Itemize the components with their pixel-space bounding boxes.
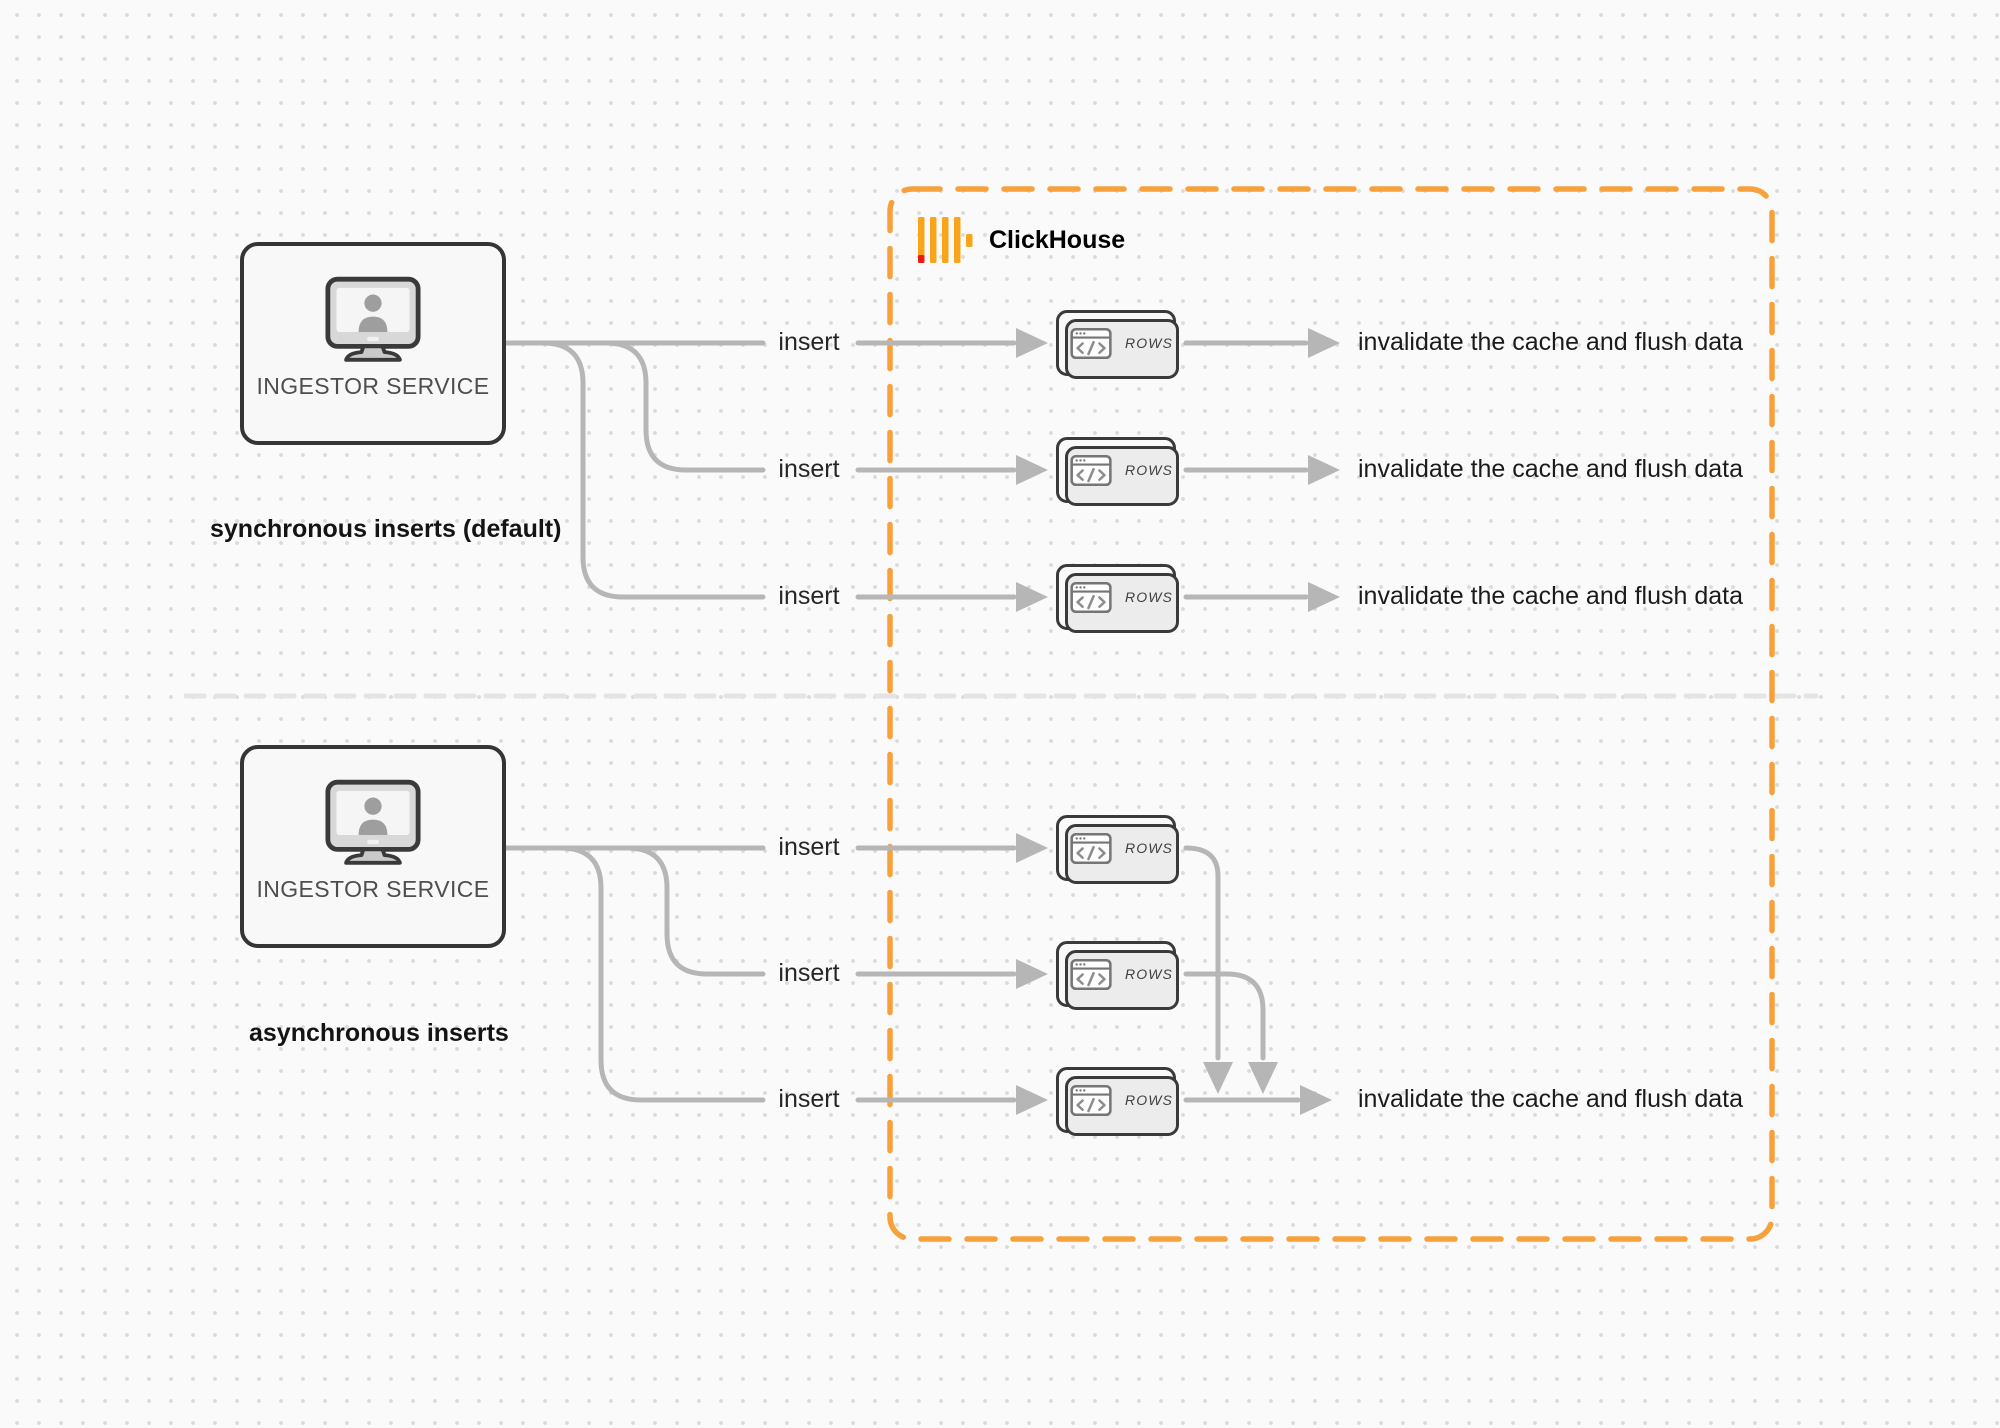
- async-wire-row2: [624, 845, 766, 977]
- arrowhead-icon: [1016, 1085, 1048, 1115]
- rows-node-label: ROWS: [1125, 462, 1173, 478]
- arrowhead-icon: [1016, 455, 1048, 485]
- async-out-row1: [1183, 845, 1221, 1061]
- rows-node-label: ROWS: [1125, 335, 1173, 351]
- workstation-user-icon: [325, 779, 421, 865]
- arrowhead-icon: [1016, 959, 1048, 989]
- async-caption: asynchronous inserts: [249, 1019, 509, 1047]
- rows-node-label: ROWS: [1125, 966, 1173, 982]
- code-window-icon: [1070, 454, 1112, 486]
- rows-node-label: ROWS: [1125, 1092, 1173, 1108]
- async-out-row2: [1183, 971, 1266, 1061]
- rows-node: ROWS: [1056, 1067, 1179, 1136]
- arrowheads: [1016, 328, 1340, 1115]
- arrowhead-icon: [1016, 328, 1048, 358]
- arrowhead-down-icon: [1203, 1062, 1233, 1094]
- clickhouse-logo: [918, 217, 976, 270]
- insert-label: insert: [778, 959, 840, 987]
- clickhouse-logo-icon: [918, 217, 973, 263]
- connector-lines: [497, 340, 1309, 1103]
- rows-node: ROWS: [1056, 310, 1179, 379]
- arrowhead-icon: [1016, 582, 1048, 612]
- service-title: INGESTOR SERVICE: [256, 876, 490, 902]
- insert-label: insert: [778, 582, 840, 610]
- arrowhead-icon: [1308, 582, 1340, 612]
- sync-ingestor-service-card: INGESTOR SERVICE: [240, 242, 506, 445]
- rows-node: ROWS: [1056, 941, 1179, 1010]
- result-label: invalidate the cache and flush data: [1358, 582, 1743, 610]
- insert-label: insert: [778, 1085, 840, 1113]
- arrowhead-icon: [1300, 1085, 1332, 1115]
- arrowhead-icon: [1308, 455, 1340, 485]
- async-ingestor-service-card: INGESTOR SERVICE: [240, 745, 506, 948]
- rows-node: ROWS: [1056, 815, 1179, 884]
- rows-node: ROWS: [1056, 564, 1179, 633]
- result-label: invalidate the cache and flush data: [1358, 328, 1743, 356]
- rows-node: ROWS: [1056, 437, 1179, 506]
- clickhouse-title: ClickHouse: [989, 226, 1126, 254]
- insert-label: insert: [778, 328, 840, 356]
- code-window-icon: [1070, 832, 1112, 864]
- rows-node-label: ROWS: [1125, 589, 1173, 605]
- arrowhead-down-icon: [1248, 1062, 1278, 1094]
- code-window-icon: [1070, 1084, 1112, 1116]
- code-window-icon: [1070, 581, 1112, 613]
- sync-wire-row3: [540, 340, 766, 600]
- result-label: invalidate the cache and flush data: [1358, 455, 1743, 483]
- async-wire-row3: [558, 845, 766, 1103]
- clickhouse-cluster-border: [887, 186, 1775, 1242]
- sync-wire-row2: [603, 340, 766, 473]
- sync-caption: synchronous inserts (default): [210, 515, 562, 543]
- result-label: invalidate the cache and flush data: [1358, 1085, 1743, 1113]
- arrowhead-icon: [1308, 328, 1340, 358]
- insert-label: insert: [778, 833, 840, 861]
- code-window-icon: [1070, 327, 1112, 359]
- rows-node-label: ROWS: [1125, 840, 1173, 856]
- workstation-user-icon: [325, 276, 421, 362]
- insert-label: insert: [778, 455, 840, 483]
- arrowhead-icon: [1016, 833, 1048, 863]
- service-title: INGESTOR SERVICE: [256, 373, 490, 399]
- code-window-icon: [1070, 958, 1112, 990]
